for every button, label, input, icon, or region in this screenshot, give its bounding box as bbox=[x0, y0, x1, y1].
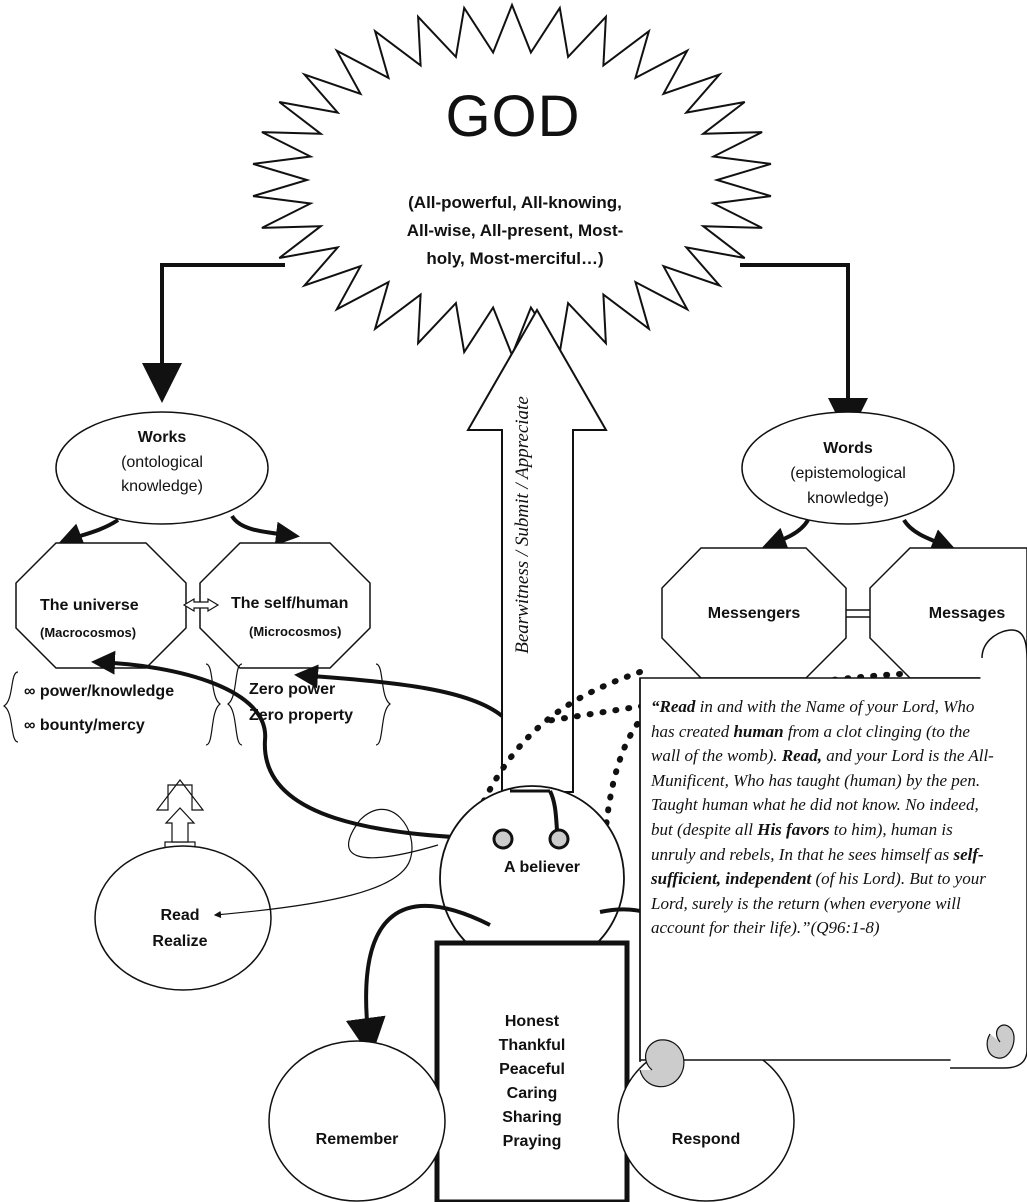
read-realize-stem-arrow bbox=[164, 807, 196, 843]
universe-trait-power: ∞ power/knowledge bbox=[24, 683, 175, 700]
quote-segment: and your Lord is the All-Munificent, Who… bbox=[651, 746, 994, 839]
virtue-praying: Praying bbox=[502, 1133, 562, 1150]
read-realize-small-arrow bbox=[155, 779, 205, 811]
works-title: Works bbox=[137, 429, 187, 446]
remember-label: Remember bbox=[315, 1131, 399, 1148]
believer-left-eye bbox=[492, 828, 514, 850]
works-sub-line-2: knowledge) bbox=[121, 478, 203, 495]
quote-scroll-top-roll bbox=[950, 629, 1027, 1069]
self-traits-left-brace bbox=[226, 663, 243, 746]
universe-traits-left-brace bbox=[2, 671, 19, 743]
virtue-sharing: Sharing bbox=[502, 1109, 562, 1126]
self-octagon bbox=[199, 542, 371, 669]
quote-segment: Read, bbox=[781, 746, 822, 766]
god-starburst bbox=[252, 2, 772, 358]
self-traits-right-brace bbox=[375, 663, 392, 746]
self-trait-property: Zero property bbox=[249, 707, 354, 724]
central-hollow-arrow bbox=[466, 307, 608, 793]
self-trait-power: Zero power bbox=[249, 681, 336, 698]
universe-traits-right-brace bbox=[205, 663, 222, 746]
works-to-self-arrow bbox=[230, 514, 300, 546]
believer-hair-curve bbox=[548, 790, 559, 831]
words-title: Words bbox=[823, 440, 873, 457]
quote-scroll-left-curl bbox=[639, 1039, 685, 1088]
read-realize-ellipse bbox=[94, 845, 272, 991]
realize-label: Realize bbox=[152, 933, 208, 950]
quote-scroll-bottom-curl bbox=[986, 1024, 1015, 1059]
quote-segment: His favors bbox=[757, 819, 830, 839]
eye-to-self-line bbox=[294, 664, 504, 718]
believer-body-box bbox=[434, 940, 630, 1202]
quote-segment: “Read bbox=[651, 697, 696, 716]
virtue-peaceful: Peaceful bbox=[499, 1061, 565, 1078]
remember-ellipse bbox=[268, 1040, 446, 1202]
self-title: The self/human bbox=[231, 595, 349, 612]
eye-to-universe-line bbox=[91, 650, 495, 841]
words-ellipse bbox=[741, 411, 955, 525]
god-to-words-connector bbox=[740, 263, 868, 438]
respond-ellipse bbox=[617, 1040, 795, 1202]
god-attributes-line-1: (All-powerful, All-knowing, bbox=[408, 193, 622, 212]
respond-label: Respond bbox=[671, 1131, 741, 1148]
universe-title: The universe bbox=[40, 597, 139, 614]
works-sub-line-1: (ontological bbox=[121, 454, 203, 471]
quote-segment: in and with the Name of your Lord, Who h… bbox=[651, 697, 975, 741]
believer-to-read-line bbox=[213, 808, 439, 919]
works-to-universe-arrow bbox=[58, 518, 120, 546]
quote-segment: self-sufficient, independent bbox=[651, 844, 984, 889]
quote-segment: human bbox=[733, 721, 784, 741]
virtue-honest: Honest bbox=[504, 1013, 560, 1030]
central-arrow-label: Bearwitness / Submit / Appreciate bbox=[512, 396, 533, 654]
words-sub-line-1: (epistemological bbox=[790, 465, 906, 482]
universe-sub: (Macrocosmos) bbox=[40, 625, 137, 640]
believer-label: A believer bbox=[504, 859, 580, 876]
god-title: GOD bbox=[445, 84, 581, 149]
universe-self-double-arrow bbox=[182, 597, 220, 613]
read-label: Read bbox=[160, 907, 200, 924]
quote-segment: to him), human is unruly and rebels, In … bbox=[651, 819, 954, 864]
god-attributes-line-3: holy, Most-merciful…) bbox=[426, 249, 604, 268]
quote-segment: from a clot clinging (to the wall of the… bbox=[651, 721, 970, 766]
words-to-messages-arrow bbox=[902, 518, 956, 552]
self-sub: (Microcosmos) bbox=[249, 624, 342, 639]
virtue-caring: Caring bbox=[506, 1085, 558, 1102]
words-sub-line-2: knowledge) bbox=[807, 490, 889, 507]
quote-segment: (of his Lord). But to your Lord, surely … bbox=[651, 869, 986, 938]
believer-right-eye bbox=[548, 828, 570, 850]
universe-trait-bounty: ∞ bounty/mercy bbox=[24, 717, 145, 734]
messages-label: Messages bbox=[928, 605, 1006, 622]
virtue-thankful: Thankful bbox=[498, 1037, 566, 1054]
words-to-messengers-arrow bbox=[762, 518, 810, 551]
works-ellipse bbox=[55, 411, 269, 525]
believer-left-arm bbox=[345, 904, 491, 1058]
god-attributes-line-2: All-wise, All-present, Most- bbox=[406, 221, 624, 240]
messengers-label: Messengers bbox=[707, 605, 801, 622]
god-to-works-connector bbox=[142, 263, 285, 403]
quran-quote: “Read in and with the Name of your Lord,… bbox=[651, 695, 996, 941]
